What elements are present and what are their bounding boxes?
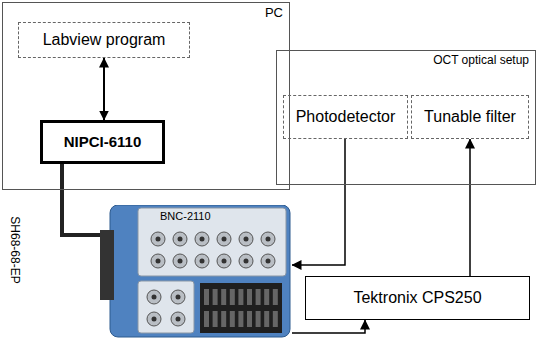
cable-label: SH68-68-EP	[7, 214, 20, 285]
optical-setup-box: OCT optical setupPhotodetector Tunable fi…	[276, 50, 536, 185]
node-label: OCT optical setup	[433, 54, 529, 68]
detector-box: Photodetector	[283, 95, 408, 139]
pc-box: PC Labview programNIPCI-6110	[2, 2, 290, 190]
node-label: Labview program	[43, 31, 166, 49]
filter-box: Tunable filter	[411, 95, 529, 139]
software-box: Labview program	[18, 22, 190, 58]
node-label: PC	[265, 6, 283, 21]
node-label: Tektronix CPS250	[353, 289, 481, 307]
bnc-device-illustration	[100, 205, 292, 338]
signal-wire	[103, 58, 105, 120]
node-label: Tunable filter	[424, 108, 516, 126]
cable	[62, 164, 100, 235]
bnc-device: BNC-2110	[100, 205, 292, 338]
signal-wire	[469, 139, 471, 276]
signal-wire	[292, 139, 345, 265]
node-label: Photodetector	[296, 108, 396, 126]
daq-card-box: NIPCI-6110	[40, 120, 165, 164]
signal-wire	[292, 320, 365, 333]
power-supply-box: Tektronix CPS250	[305, 276, 530, 320]
node-label: BNC-2110	[158, 210, 213, 223]
node-label: NIPCI-6110	[64, 133, 142, 150]
